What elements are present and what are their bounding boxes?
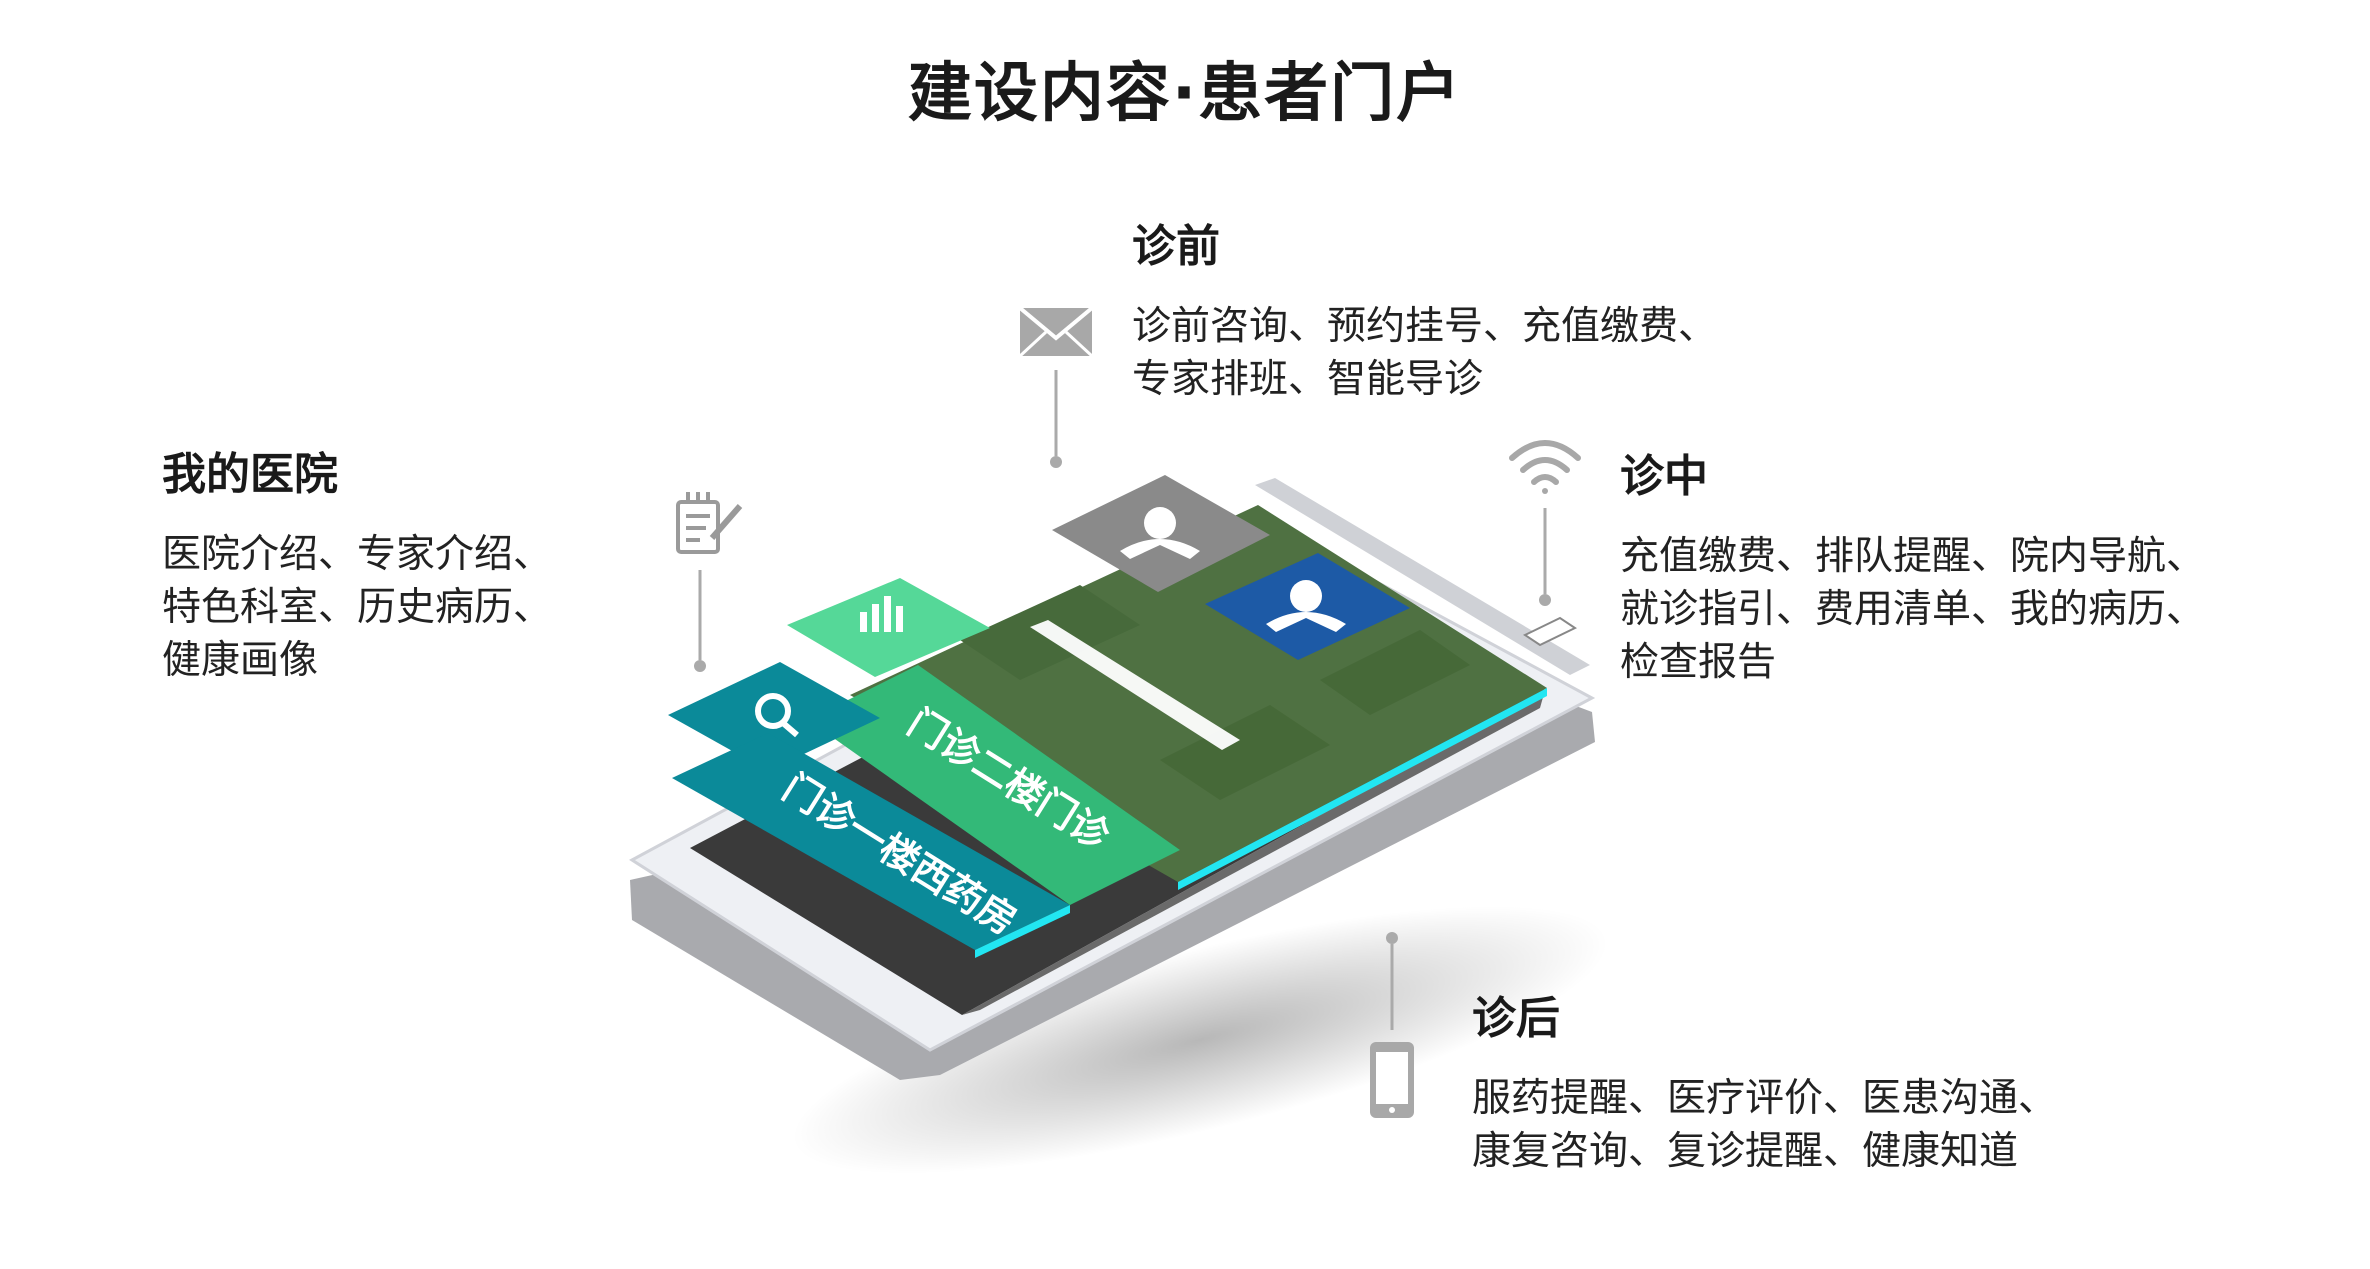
search-icon [755, 693, 799, 738]
tile-upper [808, 665, 1180, 905]
status-bar [1255, 478, 1590, 675]
wifi-icon [1509, 440, 1581, 494]
tile-lower-edge [975, 905, 1070, 958]
section-line: 医院介绍、专家介绍、 [162, 532, 553, 577]
section-heading: 诊中 [1620, 451, 1708, 502]
section-line: 就诊指引、费用清单、我的病历、 [1620, 587, 2206, 632]
tile-lower [672, 733, 1070, 950]
connector-dot [1050, 456, 1062, 468]
section-line: 健康画像 [162, 638, 319, 683]
section-line: 康复咨询、复诊提醒、健康知道 [1472, 1129, 2019, 1174]
section-line: 充值缴费、排队提醒、院内导航、 [1620, 534, 2206, 579]
app-screen-edge [1178, 688, 1547, 890]
section-line: 诊前咨询、预约挂号、充值缴费、 [1132, 304, 1718, 349]
section-line: 特色科室、历史病历、 [162, 585, 553, 630]
screen-tile [1320, 630, 1470, 715]
doctor-avatar-icon [1266, 580, 1346, 632]
section-my-hospital: 我的医院 医院介绍、专家介绍、 特色科室、历史病历、 健康画像 [162, 438, 642, 687]
section-pre-visit: 诊前 诊前咨询、预约挂号、充值缴费、 专家排班、智能导诊 [1132, 210, 1832, 406]
envelope-icon [1018, 306, 1094, 358]
screen-tile [1160, 705, 1330, 800]
section-line: 服药提醒、医疗评价、医患沟通、 [1472, 1076, 2058, 1121]
section-during-visit: 诊中 充值缴费、排队提醒、院内导航、 就诊指引、费用清单、我的病历、 检查报告 [1620, 440, 2320, 689]
connector-dot [694, 660, 706, 672]
search-bar [1030, 620, 1240, 750]
connector-dot [1386, 932, 1398, 944]
section-line: 检查报告 [1620, 640, 1777, 685]
section-heading: 诊前 [1132, 221, 1220, 272]
notepad-icon [676, 492, 743, 554]
battery-icon [1522, 616, 1578, 647]
section-heading: 我的医院 [162, 449, 338, 500]
search-tile [668, 662, 880, 771]
section-post-visit: 诊后 服药提醒、医疗评价、医患沟通、 康复咨询、复诊提醒、健康知道 [1472, 982, 2192, 1178]
bar-chart-icon [860, 596, 903, 632]
page-title: 建设内容·患者门户 [907, 57, 1463, 131]
doctor-avatar-icon [1120, 507, 1200, 559]
section-line: 专家排班、智能导诊 [1132, 357, 1484, 402]
connector-dot [1539, 594, 1551, 606]
mobile-phone-icon [1370, 1042, 1414, 1118]
phone-shadow [791, 906, 1609, 1174]
